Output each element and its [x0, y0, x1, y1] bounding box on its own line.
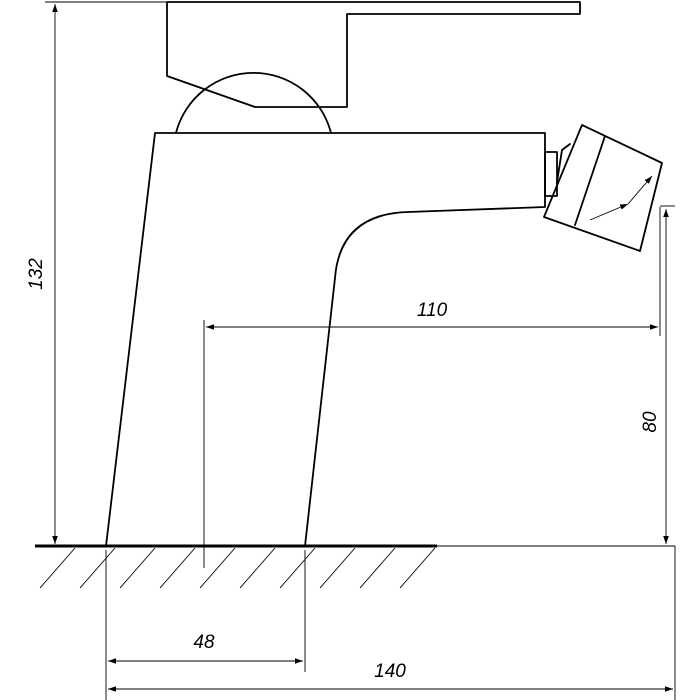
extension-lines: [45, 1, 676, 700]
swivel-arrows-icon: [589, 175, 653, 221]
handle-dome: [175, 72, 332, 134]
aerator-head: [543, 124, 663, 252]
faucet-body: [105, 132, 546, 547]
dimension-label-spout-reach: 110: [417, 300, 448, 321]
dimension-overall-length: 140: [108, 661, 673, 692]
dimension-label-spout-height: 80: [640, 411, 661, 433]
lever-handle: [166, 1, 581, 108]
dimension-label-overall-length: 140: [374, 661, 406, 682]
dimension-label-base-offset: 48: [193, 632, 215, 653]
dimension-overall-height: 132: [26, 4, 58, 544]
dimension-label-overall-height: 132: [26, 258, 47, 290]
dimension-base-offset: 48: [108, 632, 303, 664]
dimension-spout-reach: 110: [206, 300, 658, 330]
aerator-connector: [544, 143, 571, 197]
ground-hatching: [39, 547, 436, 589]
dimension-spout-height: 80: [640, 209, 669, 544]
